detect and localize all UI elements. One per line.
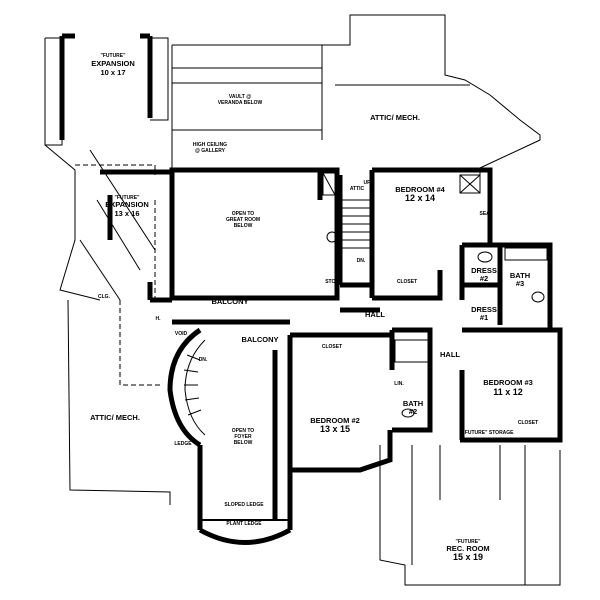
stair-treads	[183, 199, 370, 436]
void-label: VOID	[175, 331, 188, 337]
bedroom2-size: 13 x 15	[320, 424, 350, 434]
dress2-num: #2	[480, 274, 488, 283]
dress1-num: #1	[480, 313, 488, 322]
open-foyer-2: FOYER	[234, 434, 252, 440]
closet-b4-label: CLOSET	[397, 279, 417, 285]
up-label: UP	[364, 180, 372, 186]
bath3-num: #3	[516, 279, 524, 288]
expansion-top-size: 10 x 17	[100, 68, 125, 77]
rec-room-tag: "FUTURE"	[455, 539, 481, 545]
h-label: H.	[156, 316, 162, 322]
expansion-left-name: EXPANSION	[105, 200, 149, 209]
sloped-ledge-label: SLOPED LEDGE	[224, 502, 264, 508]
clg-label: CLG.	[98, 294, 111, 300]
high-ceiling-label-2: @ GALLERY	[195, 148, 226, 154]
bath3-name: BATH	[510, 271, 530, 280]
small-labels: CLOSET CLOSET CLOSET "FUTURE" STORAGE ST…	[98, 180, 538, 527]
lin-label: LIN.	[394, 381, 404, 387]
attic-left-label: ATTIC/ MECH.	[90, 413, 140, 422]
attic-top-label: ATTIC/ MECH.	[370, 113, 420, 122]
closet-b2-label: CLOSET	[322, 344, 342, 350]
high-ceiling-label-1: HIGH CEILING	[193, 142, 227, 148]
bedroom2-name: BEDROOM #2	[310, 416, 360, 425]
dn-curve-label: DN.	[199, 357, 208, 363]
open-great-room-3: BELOW	[234, 223, 253, 229]
bedroom4-size: 12 x 14	[405, 193, 435, 203]
balcony-lower-label: BALCONY	[241, 335, 278, 344]
dress2-name: DRESS	[471, 266, 497, 275]
hall-right-label: HALL	[440, 350, 460, 359]
attic-dashed-lines	[75, 164, 160, 386]
roof-outline	[44, 14, 561, 586]
sto-label: STO.	[325, 279, 337, 285]
open-great-room-1: OPEN TO	[232, 211, 255, 217]
dn-stair-label: DN.	[357, 258, 366, 264]
rec-room-size: 15 x 19	[453, 552, 483, 562]
balcony-upper-label: BALCONY	[211, 297, 248, 306]
open-great-room-2: GREAT ROOM	[226, 217, 260, 223]
rec-room-name: REC. ROOM	[446, 544, 489, 553]
bedroom4-name: BEDROOM #4	[395, 185, 445, 194]
ledge-label: LEDGE	[174, 441, 192, 447]
bedroom3-size: 11 x 12	[493, 387, 523, 397]
vault-label-2: VERANDA BELOW	[218, 100, 263, 106]
room-labels: "FUTURE" EXPANSION 10 x 17 "FUTURE" EXPA…	[90, 53, 533, 562]
attic-small-label: ATTIC	[350, 186, 365, 192]
plant-ledge-label: PLANT LEDGE	[226, 521, 262, 527]
expansion-left-tag: "FUTURE"	[114, 195, 140, 201]
bath2-name: BATH	[403, 399, 423, 408]
dress1-name: DRESS	[471, 305, 497, 314]
seat-label: SEAT	[480, 211, 493, 217]
bedroom3-name: BEDROOM #3	[483, 378, 533, 387]
expansion-top-tag: "FUTURE"	[100, 53, 126, 59]
bath2-num: #2	[409, 407, 417, 416]
hall-main-label: HALL	[365, 310, 385, 319]
closet-b3-label: CLOSET	[518, 420, 538, 426]
open-foyer-3: BELOW	[234, 440, 253, 446]
expansion-left-size: 13 x 16	[114, 209, 139, 218]
fixtures	[322, 172, 548, 418]
vault-label-1: VAULT @	[229, 94, 251, 100]
future-storage-label: "FUTURE" STORAGE	[462, 430, 514, 436]
walls	[59, 33, 563, 545]
open-foyer-1: OPEN TO	[232, 428, 255, 434]
expansion-top-name: EXPANSION	[91, 59, 135, 68]
